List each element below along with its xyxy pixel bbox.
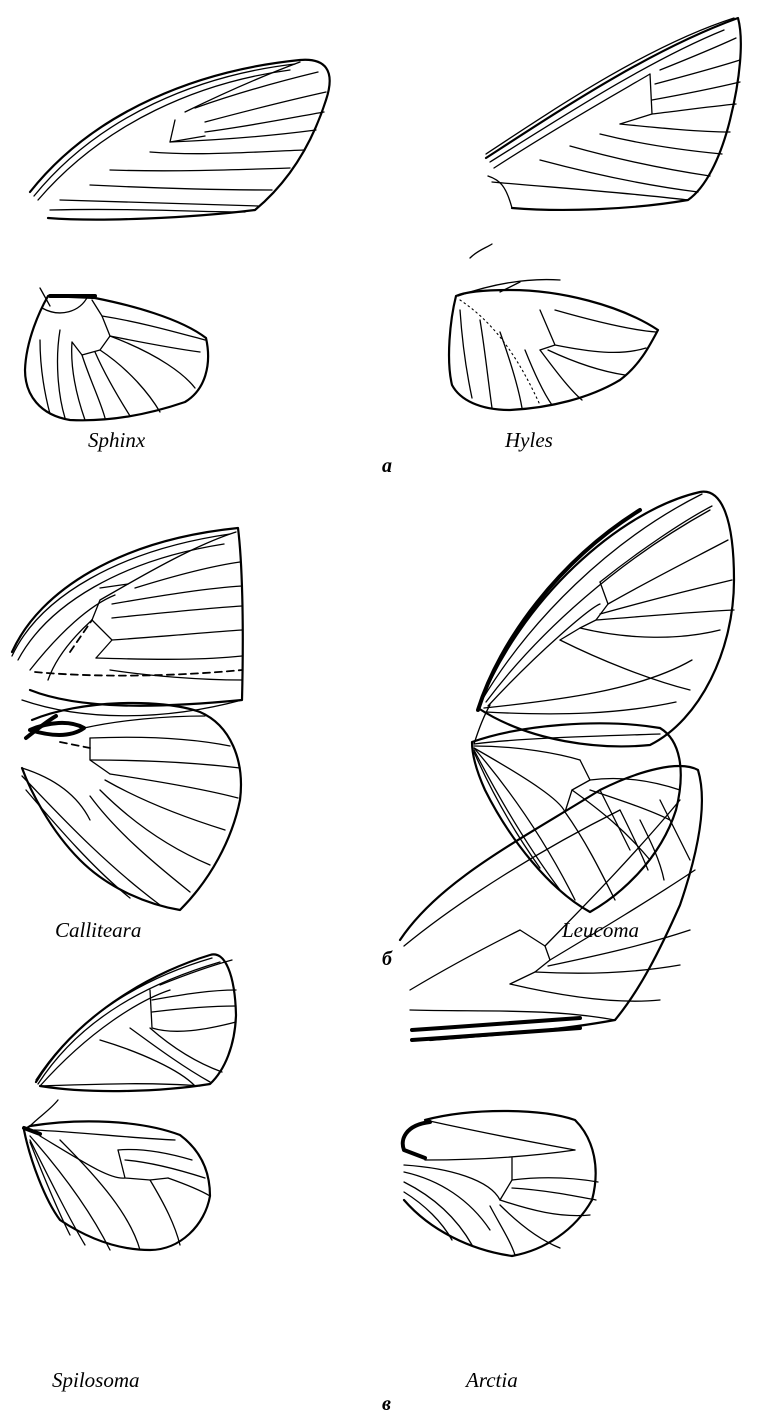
- sphinx-hindwing: [25, 288, 208, 420]
- label-arctia: Arctia: [466, 1368, 518, 1393]
- label-calliteara: Calliteara: [55, 918, 141, 943]
- hyles-hindwing: [449, 244, 658, 410]
- arctia-hindwing: [403, 1111, 598, 1256]
- sphinx-forewing: [30, 60, 330, 220]
- label-sphinx: Sphinx: [88, 428, 145, 453]
- leucoma-forewing: [478, 492, 734, 747]
- label-spilosoma: Spilosoma: [52, 1368, 140, 1393]
- section-letter-b: б: [382, 948, 392, 971]
- spilosoma-hindwing: [24, 1100, 210, 1250]
- calliteara-forewing: [12, 528, 243, 716]
- leucoma-hindwing: [472, 705, 681, 912]
- spilosoma-forewing: [36, 954, 236, 1091]
- label-hyles: Hyles: [505, 428, 553, 453]
- label-leucoma: Leucoma: [562, 918, 639, 943]
- hyles-forewing: [486, 18, 741, 210]
- arctia-forewing: [400, 766, 702, 1040]
- calliteara-hindwing: [22, 703, 241, 910]
- section-letter-c: в: [382, 1393, 391, 1416]
- section-letter-a: а: [382, 455, 392, 478]
